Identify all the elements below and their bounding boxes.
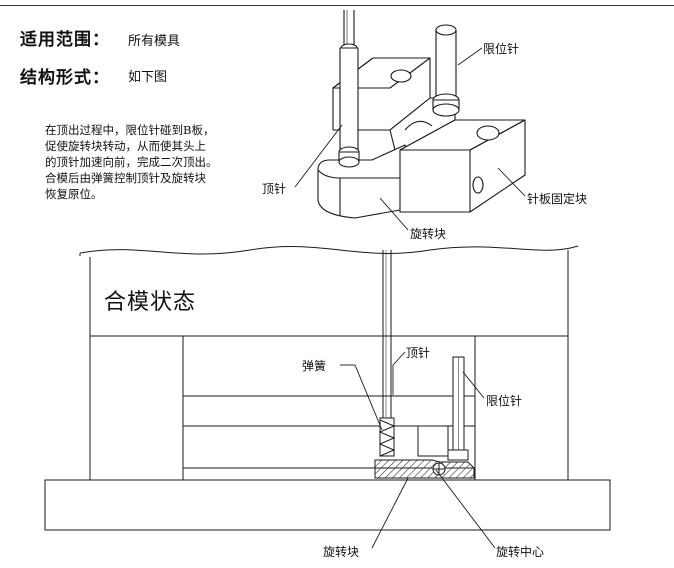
label-pin-fixing-block: 针板固定块 xyxy=(527,192,588,206)
description-line: 恢复原位。 xyxy=(45,187,103,201)
description-line: 促使旋转块转动，从而使其头上 xyxy=(45,139,206,153)
iso-rotating-block xyxy=(317,144,411,219)
scope-value: 所有模具 xyxy=(128,34,181,49)
label-limit-pin-section: 限位针 xyxy=(486,394,523,408)
section-leaders xyxy=(340,351,496,549)
ejector-plate-upper xyxy=(182,395,476,427)
iso-view xyxy=(317,10,526,219)
label-spring: 弹簧 xyxy=(302,359,327,373)
top-border-line xyxy=(0,5,674,6)
structure-label: 结构形式： xyxy=(20,68,110,88)
rotation-center-icon xyxy=(432,462,446,476)
label-rotating-block-section: 旋转块 xyxy=(323,545,360,559)
description-line: 合模后由弹簧控制顶针及旋转块 xyxy=(45,171,206,185)
mechanism-description: 在顶出过程中，限位针碰到B板， 促使旋转块转动，从而使其头上 的顶针加速向前，完… xyxy=(45,122,255,202)
description-line: 在顶出过程中，限位针碰到B板， xyxy=(45,123,215,137)
iso-limit-pin xyxy=(432,24,460,117)
description-line: 的顶针加速向前，完成二次顶出。 xyxy=(45,155,218,169)
label-limit-pin-iso: 限位针 xyxy=(483,42,520,56)
iso-ejector-pin xyxy=(338,10,360,168)
label-ejector-pin-section: 顶针 xyxy=(406,346,431,360)
closed-mold-title: 合模状态 xyxy=(104,290,197,315)
iso-fixing-block xyxy=(399,119,526,213)
section-view xyxy=(44,250,611,531)
section-rotating-block xyxy=(374,459,475,479)
label-rotation-center: 旋转中心 xyxy=(496,545,545,559)
structure-value: 如下图 xyxy=(128,70,168,85)
bottom-clamp-plate xyxy=(44,479,611,531)
section-limit-pin xyxy=(447,356,469,461)
section-ejector-pin xyxy=(378,250,396,457)
scope-label: 适用范围： xyxy=(20,30,110,50)
iso-leaders xyxy=(294,47,526,231)
label-rotating-block-iso: 旋转块 xyxy=(410,227,447,241)
label-ejector-pin-iso: 顶针 xyxy=(262,182,287,196)
section-break-line xyxy=(79,245,579,255)
